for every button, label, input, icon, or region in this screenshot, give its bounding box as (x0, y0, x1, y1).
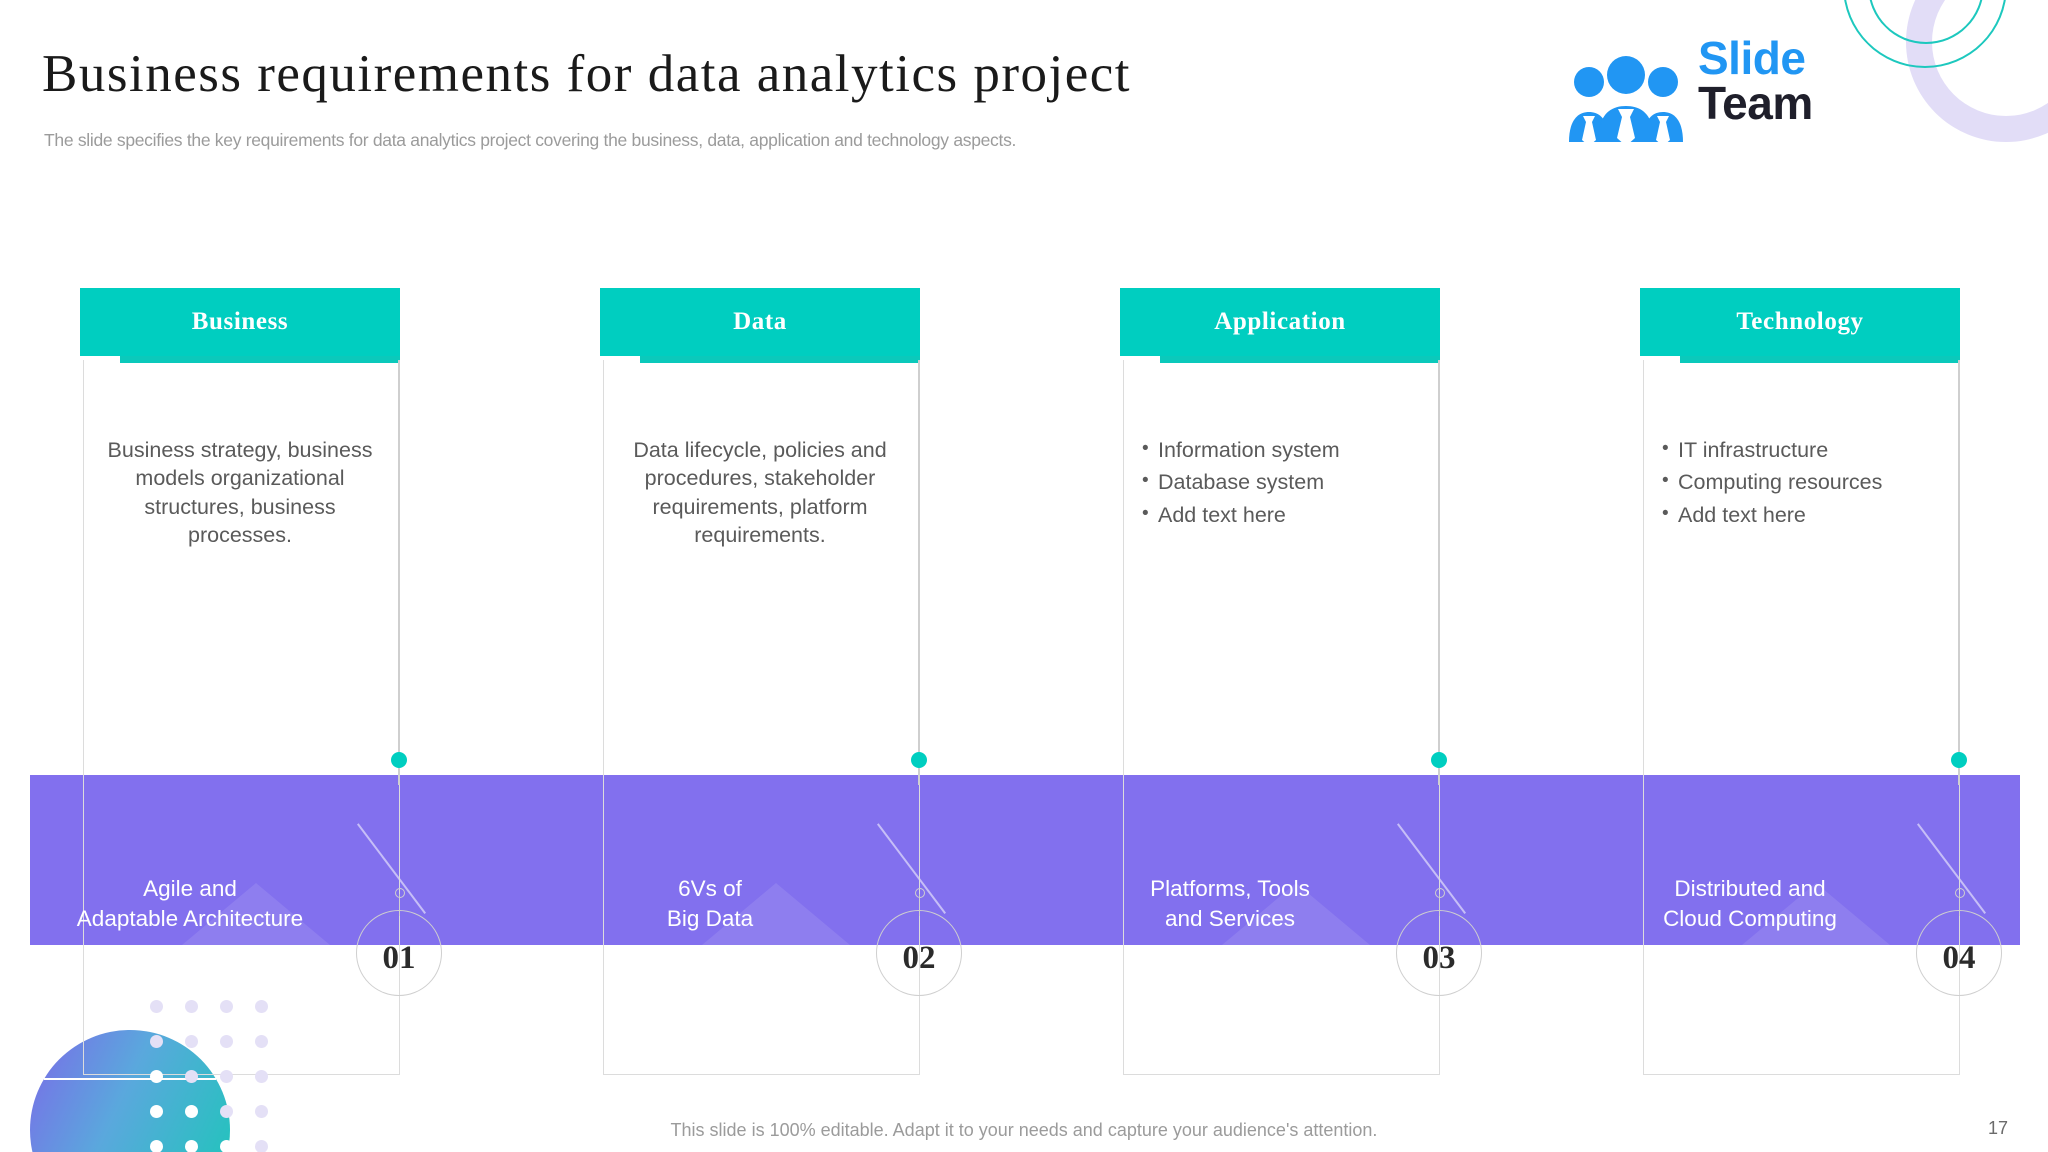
connector-dot (1431, 752, 1447, 768)
list-item-label: Add text here (1678, 502, 1806, 527)
connector-line (1438, 360, 1440, 785)
badge-number: 04 (1942, 939, 1976, 976)
slideteam-logo: Slide Team (1565, 32, 1875, 148)
logo-team-text: Team (1698, 77, 1813, 130)
bullet-icon: • (1662, 502, 1669, 524)
footer-note: This slide is 100% editable. Adapt it to… (670, 1120, 1378, 1140)
page-title: Business requirements for data analytics… (42, 45, 1131, 103)
list-item: • Information system (1142, 436, 1434, 464)
badge-number: 03 (1422, 939, 1456, 976)
mountain-watermark (1222, 883, 1370, 945)
bullet-icon: • (1662, 470, 1669, 492)
list-item-label: Computing resources (1678, 470, 1883, 495)
column-accent-bar (1680, 356, 1960, 363)
column-heading: Business (80, 288, 400, 356)
column-bullet-list: • Information system • Database system •… (1142, 436, 1434, 533)
column-data[interactable]: Data Data lifecycle, policies and proced… (600, 288, 920, 1075)
list-item: • Add text here (1142, 501, 1434, 529)
logo-wordmark: Slide Team (1698, 32, 1813, 130)
list-item-label: Add text here (1158, 502, 1286, 527)
bullet-icon: • (1142, 438, 1149, 459)
mountain-watermark (1742, 883, 1890, 945)
column-accent-bar (1160, 356, 1440, 363)
badge-number: 01 (382, 939, 416, 976)
column-accent-bar (120, 356, 400, 363)
purple-band (30, 775, 2020, 945)
list-item-label: IT infrastructure (1678, 438, 1829, 462)
page-subtitle: The slide specifies the key requirements… (44, 130, 1017, 150)
logo-slide-text: Slide (1698, 32, 1806, 84)
column-heading: Application (1120, 288, 1440, 356)
band-label: 6Vs of Big Data (666, 876, 754, 932)
column-accent-bar (640, 356, 920, 363)
column-application[interactable]: Application • Information system • Datab… (1120, 288, 1440, 1075)
badge-number: 02 (902, 939, 936, 976)
connector-line (1958, 360, 1960, 785)
circle-divider-line (44, 1078, 216, 1080)
step-number-badge[interactable]: 04 (1916, 888, 2002, 996)
column-business[interactable]: Business Business strategy, business mod… (80, 288, 400, 1075)
bullet-icon: • (1142, 470, 1149, 492)
badge-tiny-circle-icon (1435, 888, 1445, 898)
step-number-badge[interactable]: 02 (876, 888, 962, 996)
badge-tiny-circle-icon (915, 888, 925, 898)
step-number-badge[interactable]: 03 (1396, 888, 1482, 996)
connector-dot (911, 752, 927, 768)
column-heading: Technology (1640, 288, 1960, 356)
step-number-badge[interactable]: 01 (356, 888, 442, 996)
mountain-watermark (182, 883, 330, 945)
connector-line (398, 360, 400, 785)
list-item: • Database system (1142, 468, 1434, 496)
page-number: 17 (1988, 1118, 2009, 1138)
band-label: Platforms, Tools and Services (1150, 876, 1310, 932)
badge-tiny-circle-icon (1955, 888, 1965, 898)
bullet-icon: • (1142, 502, 1149, 524)
list-item-label: Information system (1158, 438, 1340, 462)
connector-dot (391, 752, 407, 768)
badge-tail (399, 894, 401, 916)
list-item: • Add text here (1662, 501, 1954, 529)
list-item: • Computing resources (1662, 468, 1954, 496)
connector-line (918, 360, 920, 785)
badge-tail (1959, 894, 1961, 916)
bullet-icon: • (1662, 438, 1669, 459)
band-label: Agile and Adaptable Architecture (76, 876, 304, 932)
three-people-icon (1569, 56, 1683, 142)
column-heading: Data (600, 288, 920, 356)
list-item: • IT infrastructure (1662, 436, 1954, 464)
column-body-text: Business strategy, business models organ… (107, 438, 373, 548)
column-body-text: Data lifecycle, policies and procedures,… (633, 438, 887, 548)
badge-tiny-circle-icon (395, 888, 405, 898)
badge-tail (1439, 894, 1441, 916)
column-bullet-list: • IT infrastructure • Computing resource… (1662, 436, 1954, 533)
mountain-watermark (702, 883, 850, 945)
badge-tail (919, 894, 921, 916)
column-technology[interactable]: Technology • IT infrastructure • Computi… (1640, 288, 1960, 1075)
connector-dot (1951, 752, 1967, 768)
band-label: Distributed and Cloud Computing (1663, 876, 1837, 932)
list-item-label: Database system (1158, 470, 1325, 495)
